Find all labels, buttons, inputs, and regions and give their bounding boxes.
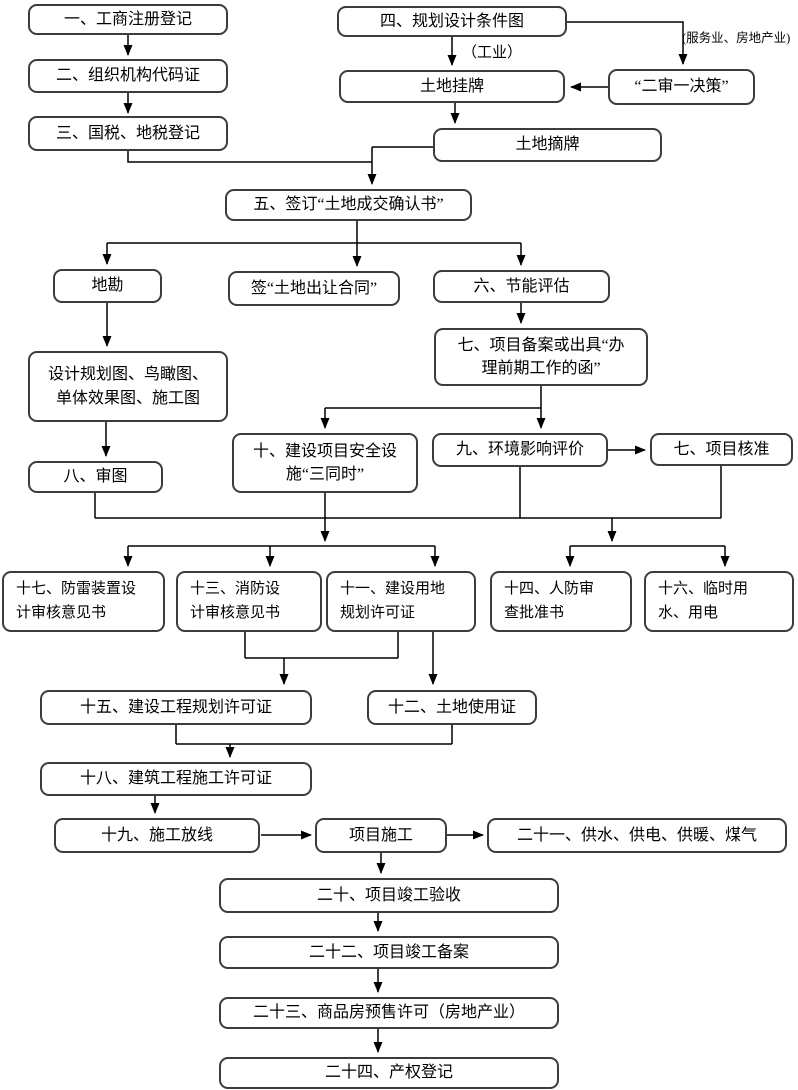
node-tax-registration: 三、国税、地税登记 <box>28 116 228 151</box>
node-land-delisting: 土地摘牌 <box>433 128 662 162</box>
node-energy-assessment: 六、节能评估 <box>433 270 610 303</box>
node-utilities-hookup: 二十一、供水、供电、供暖、煤气 <box>487 818 787 853</box>
node-lightning-protection-opinion: 十七、防雷装置设 计审核意见书 <box>2 571 165 632</box>
node-civil-defense-approval: 十四、人防审 查批准书 <box>490 571 632 632</box>
node-completion-filing: 二十二、项目竣工备案 <box>219 936 559 969</box>
node-temporary-water-power: 十六、临时用 水、用电 <box>644 571 794 632</box>
node-sign-land-deal-confirmation: 五、签订“土地成交确认书” <box>225 189 472 221</box>
node-environmental-impact: 九、环境影响评价 <box>432 433 608 467</box>
annotation-industry-label: （工业） <box>462 45 523 61</box>
node-sign-land-transfer-contract: 签“土地出让合同” <box>228 271 400 306</box>
node-design-drawings: 设计规划图、鸟瞰图、 单体效果图、施工图 <box>28 351 228 422</box>
node-land-listing: 土地挂牌 <box>339 70 565 103</box>
node-land-use-cert: 十二、土地使用证 <box>367 690 537 725</box>
connector-arrow-lines <box>101 21 730 1053</box>
node-setting-out: 十九、施工放线 <box>54 818 260 853</box>
node-two-reviews-one-decision: “二审一决策” <box>608 69 755 105</box>
node-org-code-cert: 二、组织机构代码证 <box>28 59 228 93</box>
node-project-construction: 项目施工 <box>315 818 447 853</box>
node-business-registration: 一、工商注册登记 <box>28 4 228 35</box>
node-property-registration: 二十四、产权登记 <box>219 1057 559 1089</box>
node-planning-design-conditions: 四、规划设计条件图 <box>337 6 567 37</box>
node-project-approval: 七、项目核准 <box>650 433 793 466</box>
node-safety-three-simultaneous: 十、建设项目安全设 施“三同时” <box>232 433 418 493</box>
node-project-filing: 七、项目备案或出具“办 理前期工作的函” <box>434 328 648 386</box>
node-geological-survey: 地勘 <box>53 269 162 303</box>
node-construction-planning-permit: 十五、建设工程规划许可证 <box>40 690 312 725</box>
node-construction-land-permit: 十一、建设用地 规划许可证 <box>326 571 476 632</box>
node-construction-permit: 十八、建筑工程施工许可证 <box>40 762 312 796</box>
connector-plain-lines <box>94 146 725 745</box>
annotation-service-realestate-label: (服务业、房地产业) <box>682 31 791 45</box>
node-presale-permit: 二十三、商品房预售许可（房地产业） <box>219 997 559 1029</box>
node-fire-design-opinion: 十三、消防设 计审核意见书 <box>176 571 322 632</box>
node-drawing-review: 八、审图 <box>28 461 163 493</box>
node-completion-acceptance: 二十、项目竣工验收 <box>219 878 559 913</box>
